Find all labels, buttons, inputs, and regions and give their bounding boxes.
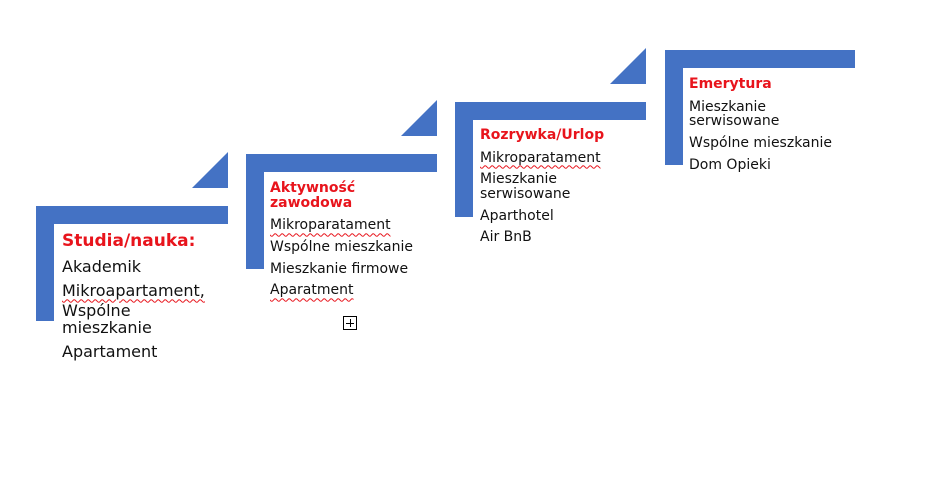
stage-2-side-bar <box>246 154 264 269</box>
stage-4-text: Emerytura Mieszkanie serwisowane Wspólne… <box>689 77 849 172</box>
stage-3-item: Air BnB <box>480 229 532 246</box>
stage-4-title: Emerytura <box>689 76 772 92</box>
stage-1-item: Akademik <box>62 256 142 276</box>
stage-2-item-text: Aparatment <box>270 282 354 299</box>
stage-3-item: Aparthotel <box>480 207 554 224</box>
stage-1-title: Studia/nauka: <box>62 231 196 251</box>
stage-3-item: Mieszkanie serwisowane <box>480 171 571 203</box>
stage-1-item: Apartament <box>62 342 158 362</box>
stage-4-item: Wspólne mieszkanie <box>689 135 833 152</box>
stage-3-item: Mikroparatament <box>480 149 640 166</box>
stage-1-corner-arrow <box>192 152 228 188</box>
stage-1-item-text: Mikroapartament, <box>62 280 205 300</box>
stage-2-item-text: Mikroparatament <box>270 217 391 234</box>
stage-1-item: Wspólne mieszkanie <box>62 301 152 338</box>
stage-1-text: Studia/nauka: Akademik Mikroapartament, … <box>62 231 232 362</box>
stage-3-text: Rozrywka/Urlop Mikroparatament Mieszkani… <box>480 128 640 245</box>
stage-2-item: Mikroparatament <box>270 218 430 233</box>
stage-4-item: Dom Opieki <box>689 156 771 173</box>
stage-3-corner-arrow <box>610 48 646 84</box>
stage-4-side-bar <box>665 50 683 165</box>
stage-2-item: Aparatment <box>270 283 430 298</box>
stage-2-top-bar <box>246 154 437 172</box>
stage-1-item: Mikroapartament, <box>62 280 232 300</box>
stage-2-title: Aktywność zawodowa <box>270 180 356 211</box>
stage-2-text: Aktywność zawodowa Mikroparatament Wspól… <box>270 181 430 298</box>
stage-3-top-bar <box>455 102 646 120</box>
stage-2-item: Mieszkanie firmowe <box>270 260 409 277</box>
stage-2-item: Wspólne mieszkanie <box>270 239 414 256</box>
stage-1-top-bar <box>36 206 228 224</box>
stage-4-item: Mieszkanie serwisowane <box>689 98 780 130</box>
stage-3-side-bar <box>455 102 473 217</box>
stage-3-item-text: Mikroparatament <box>480 149 601 166</box>
expand-icon[interactable] <box>343 316 357 330</box>
stage-2-corner-arrow <box>401 100 437 136</box>
stage-1-side-bar <box>36 206 54 321</box>
stage-3-title: Rozrywka/Urlop <box>480 127 605 143</box>
stage-4-top-bar <box>665 50 855 68</box>
